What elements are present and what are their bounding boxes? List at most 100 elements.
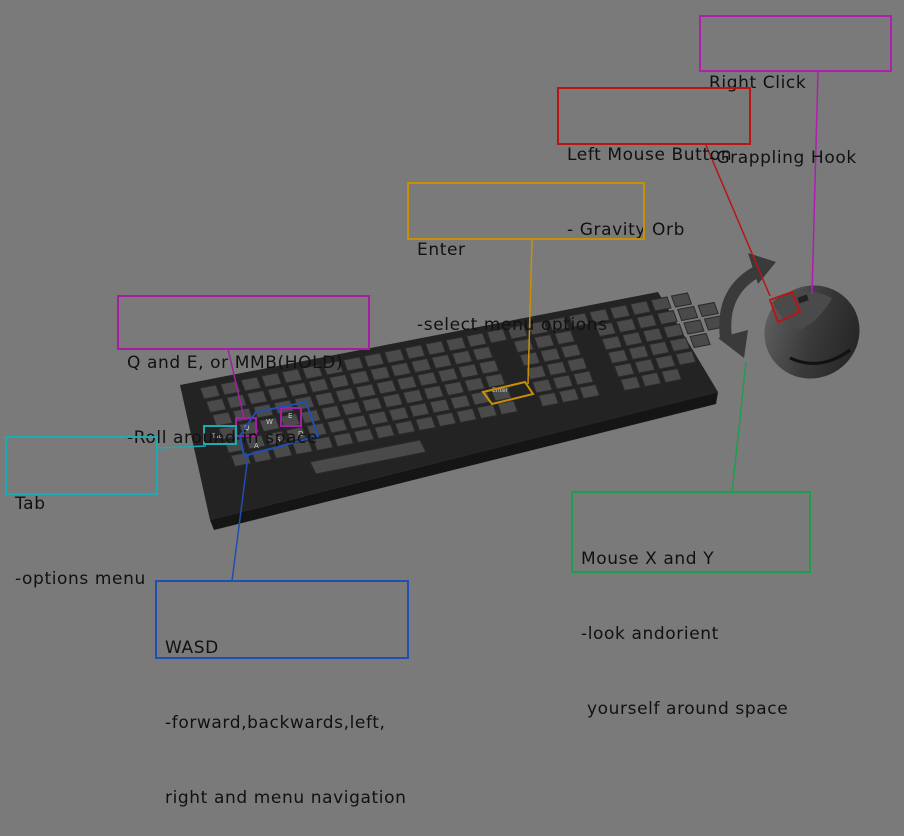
keycap <box>449 394 471 410</box>
keycap <box>629 300 652 316</box>
keycap <box>545 360 568 377</box>
callout-title: Q and E, or MMB(HOLD) <box>127 353 344 373</box>
keyboard-image: Tab Q W E A S D Enter <box>180 292 726 530</box>
keycap <box>410 357 432 374</box>
q-and-e-leader <box>227 348 245 419</box>
left-mouse-button-callout: Left Mouse Button - Gravity Orb <box>557 87 751 240</box>
keycap <box>301 364 324 380</box>
keycap <box>404 344 426 360</box>
keycap <box>560 343 582 359</box>
keycap <box>484 372 506 389</box>
keycap <box>308 377 330 394</box>
mouse-xy-leader <box>731 361 747 494</box>
callout-description: - Gravity Orb <box>567 220 685 240</box>
enter-callout: Enter -select menu options <box>407 182 645 335</box>
enter-leader <box>527 239 533 385</box>
keycap <box>656 309 678 326</box>
keycap <box>437 367 459 383</box>
tab-callout: Tab -options menu <box>5 436 158 589</box>
callout-description: -look andorient <box>581 624 719 644</box>
keycap <box>675 350 697 366</box>
keycap <box>683 319 705 335</box>
keycap <box>320 404 342 421</box>
keycap <box>648 340 670 357</box>
keycap <box>451 349 473 366</box>
keycap <box>326 418 348 434</box>
keycap <box>291 439 314 456</box>
keycap <box>416 371 439 387</box>
keycap <box>435 411 457 428</box>
callout-description-line2: right and menu navigation <box>165 788 407 808</box>
key-legend-enter: Enter <box>492 387 509 394</box>
keycap <box>285 426 307 442</box>
keycap <box>486 328 508 344</box>
keycap <box>347 414 369 430</box>
keycap <box>457 363 480 379</box>
keycap <box>199 384 221 400</box>
keycap <box>650 296 672 312</box>
keycap <box>533 333 555 350</box>
keycap <box>537 391 560 408</box>
mouse-xy-callout: Mouse X and Y -look andorient yourself a… <box>571 491 811 719</box>
keycap <box>246 389 268 406</box>
keycap <box>506 324 529 340</box>
enter-key-highlight <box>481 380 535 406</box>
keycap <box>349 369 371 386</box>
keycap <box>472 345 494 362</box>
wasd-leader <box>231 455 249 582</box>
keycap <box>422 384 445 401</box>
keycap <box>527 320 549 336</box>
keycap <box>642 327 664 343</box>
tab-key-highlight <box>203 425 237 445</box>
right-click-callout: Right Click -Grappling Hook <box>699 15 892 168</box>
callout-title: WASD <box>165 638 219 658</box>
keycap <box>369 365 391 382</box>
keycap <box>328 373 350 390</box>
callout-description-line2: yourself around space <box>581 699 789 719</box>
keycap <box>424 340 447 356</box>
wasd-keys-highlight <box>238 400 320 458</box>
keycap <box>383 348 406 364</box>
keycap <box>677 305 699 322</box>
keycap <box>621 331 644 347</box>
keycap <box>312 435 334 452</box>
keycap <box>260 372 283 388</box>
e-key-highlight <box>280 407 302 427</box>
keycap <box>566 356 588 373</box>
keycap <box>353 427 375 444</box>
keycap <box>240 376 262 392</box>
keycap <box>455 407 478 424</box>
callout-title: Tab <box>15 494 46 514</box>
keycap <box>595 321 617 338</box>
tab-leader <box>157 445 207 449</box>
keycap <box>267 385 289 402</box>
keycap <box>627 344 650 361</box>
callout-title: Enter <box>417 240 466 260</box>
key-legend-e: E <box>288 412 292 420</box>
keycap <box>609 304 631 320</box>
right-click-leader <box>811 70 819 295</box>
keycap <box>429 398 451 414</box>
keycap <box>547 316 570 332</box>
keycap <box>390 361 412 378</box>
keycap <box>552 374 574 390</box>
keycap <box>697 301 719 318</box>
keycap <box>394 419 416 436</box>
keycap <box>634 358 656 374</box>
keycap <box>568 312 590 328</box>
keycap <box>414 415 437 432</box>
callout-description: -select menu options <box>417 315 608 335</box>
keycap <box>388 406 410 422</box>
left-mouse-leader <box>705 144 771 297</box>
callout-title: Mouse X and Y <box>581 549 715 569</box>
keycap <box>496 399 519 416</box>
keycap <box>332 431 355 448</box>
keycap <box>445 336 467 352</box>
keycap <box>465 332 488 348</box>
keycap <box>431 353 453 370</box>
keycap <box>443 380 465 397</box>
callout-title: Left Mouse Button <box>567 145 733 165</box>
keycap <box>539 347 562 363</box>
keycap <box>662 323 685 339</box>
keycap <box>689 332 711 349</box>
